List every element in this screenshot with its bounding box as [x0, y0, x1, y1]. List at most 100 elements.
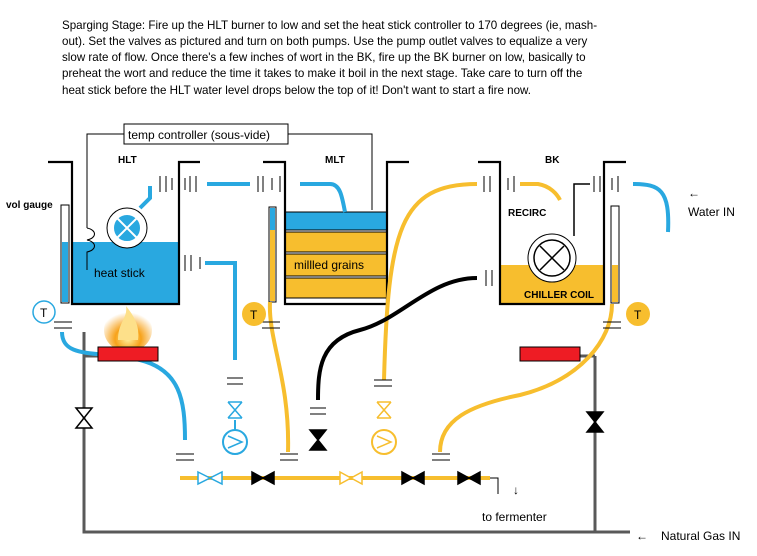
bk-recirc-hose — [382, 182, 478, 381]
chiller-hoses — [316, 183, 590, 401]
water-in-arrow-icon: ← — [688, 186, 700, 200]
hlt-burner — [97, 346, 159, 362]
bk-chiller-coil — [527, 233, 577, 283]
bk-label: BK — [545, 155, 560, 166]
thermometer-bk-label: T — [634, 308, 642, 322]
hlt-coil — [106, 207, 148, 249]
pump-hlt-valve-icon — [227, 401, 243, 419]
thermometer-bk: T — [626, 302, 650, 326]
hlt-coil-inlet-hose — [138, 186, 152, 210]
hlt-coil-cross-icon — [116, 217, 138, 239]
controller-wire-mlt — [288, 133, 373, 210]
hlt-drain-fitting-icon — [54, 321, 72, 329]
heat-stick-icon — [86, 227, 95, 270]
bk-chiller-fitting-icon — [485, 270, 493, 286]
manifold-fitting-1-icon — [176, 453, 194, 461]
bk-sight-level — [612, 265, 618, 302]
hlt-label: HLT — [118, 155, 137, 166]
manifold-fitting-2-icon — [280, 453, 298, 461]
valve-2-icon — [251, 470, 275, 486]
pump2-inlet-fitting-icon — [374, 379, 392, 387]
chiller-coil-cross-icon — [539, 245, 565, 271]
mlt-sight-water — [270, 208, 275, 230]
temp-controller-label: temp controller (sous-vide) — [128, 128, 270, 142]
water-in-label: Water IN — [688, 205, 735, 219]
natural-gas-in-label: Natural Gas IN — [661, 529, 740, 543]
manifold-fitting-3-icon — [432, 453, 450, 461]
manifold-valves — [74, 407, 605, 494]
hlt-outlet-fitting-icon — [171, 176, 197, 192]
chiller-drain-fitting-icon — [310, 407, 326, 415]
chiller-outlet-hose — [316, 276, 478, 401]
hlt-vessel — [48, 160, 200, 306]
water-in-hose — [632, 182, 671, 233]
thermometer-mlt: T — [242, 302, 266, 326]
gas-arrow-icon: ← — [636, 529, 648, 543]
wort-hoses — [180, 182, 614, 480]
mlt-water-layer — [284, 211, 388, 231]
thermometer-hlt-icon — [32, 300, 56, 324]
pump-bk-valve-icon — [376, 401, 392, 419]
vol-gauge-label: vol gauge — [6, 200, 53, 211]
gas-line — [82, 332, 630, 534]
bk-burner — [519, 346, 581, 362]
hlt-flame-core-icon — [118, 306, 139, 340]
valve-1-icon — [197, 470, 223, 486]
chiller-coil-label: CHILLER COIL — [524, 290, 594, 301]
gas-valve-bk-icon — [585, 411, 605, 433]
chiller-inlet-line — [573, 183, 590, 236]
hlt-coil-fitting-icon — [159, 176, 167, 192]
instructions-line-4: preheat the wort and reduce the time it … — [62, 67, 582, 80]
chiller-drain-valve-icon — [308, 429, 328, 451]
thermometer-bk-icon — [626, 302, 650, 326]
thermometer-mlt-icon — [242, 302, 266, 326]
mlt-sparge-arm — [300, 182, 347, 213]
valve-4-icon — [401, 470, 425, 486]
instructions-line-1: Sparging Stage: Fire up the HLT burner t… — [62, 19, 597, 32]
pump-bk — [371, 401, 397, 455]
hlt-water — [72, 242, 179, 303]
to-fermenter-label: to fermenter — [482, 510, 547, 524]
fittings — [54, 176, 621, 461]
mlt-outlet-hose — [267, 301, 291, 453]
bk-water-fitting-icon — [593, 176, 619, 192]
mlt-grain-band-1 — [284, 231, 388, 253]
bk-vessel — [478, 160, 626, 306]
valve-5-icon — [457, 470, 481, 486]
bk-drain-hose — [438, 303, 614, 453]
thermometer-hlt: T — [32, 300, 56, 324]
pump1-inlet-fitting-icon — [227, 377, 243, 385]
gas-valve-hlt-icon — [74, 407, 94, 429]
mlt-grain-band-3 — [284, 277, 388, 299]
gas-branch-bk — [580, 354, 597, 532]
bk-drain-fitting-icon — [603, 321, 621, 329]
pump-hlt — [222, 401, 248, 455]
pump-bk-arrow-icon — [376, 435, 393, 449]
mlt-inlet-fitting-icon — [257, 176, 281, 192]
mlt-label: MLT — [325, 155, 345, 166]
milled-grains-label: millled grains — [294, 258, 364, 272]
valve-3-icon — [339, 470, 363, 486]
heat-stick-label: heat stick — [94, 266, 146, 280]
thermometer-mlt-label: T — [250, 308, 258, 322]
pump-hlt-arrow-icon — [227, 435, 244, 449]
mlt-drain-fitting-icon — [262, 321, 280, 329]
mlt-vessel — [263, 160, 409, 306]
fermenter-arrow-icon: ↓ — [513, 483, 519, 497]
instructions-line-3: slow rate of flow. Once there's a few in… — [62, 51, 586, 64]
thermometer-hlt-label: T — [40, 306, 48, 320]
hlt-outlet-pipe — [205, 261, 237, 360]
recirc-label: RECIRC — [508, 208, 546, 219]
bk-recirc-fitting-icon — [483, 176, 515, 192]
controller-wire-hlt — [86, 133, 124, 228]
hlt-vol-gauge-level — [62, 242, 68, 302]
gas-main-line — [82, 332, 630, 534]
bk-recirc-inlet — [520, 182, 562, 201]
instructions-text: Sparging Stage: Fire up the HLT burner t… — [62, 19, 597, 97]
bk-sight-tube — [610, 205, 620, 304]
mlt-sight-wort — [270, 230, 275, 301]
instructions-line-5: heat stick before the HLT water level dr… — [62, 84, 531, 97]
instructions-line-2: out). Set the valves as pictured and tur… — [62, 35, 587, 48]
hlt-lower-fitting-icon — [184, 255, 201, 271]
